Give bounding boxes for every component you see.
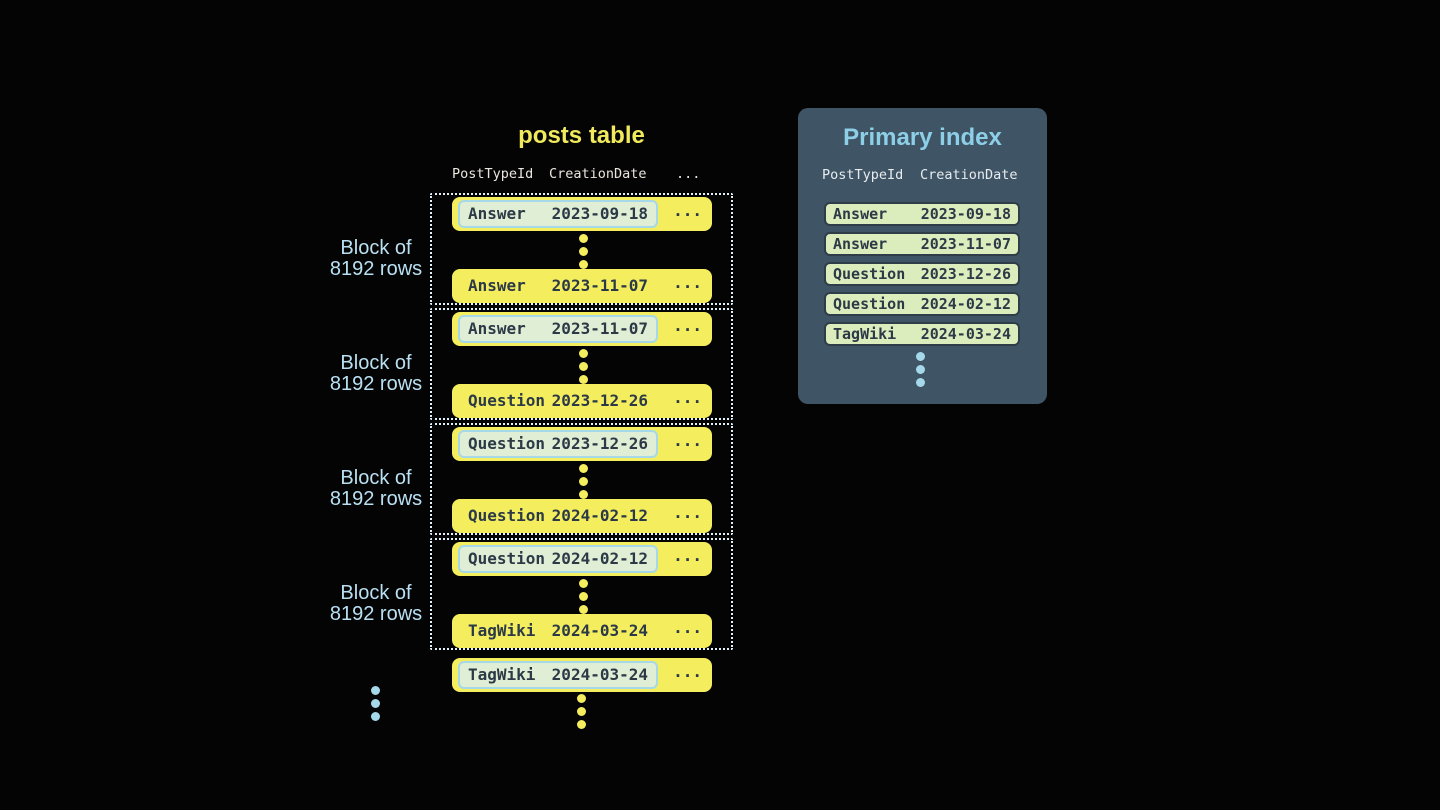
index-row-posttypeid: Answer [833, 234, 888, 253]
row-creationdate: 2024-02-12 [551, 549, 648, 568]
index-row-posttypeid: TagWiki [833, 324, 897, 343]
row-more-columns: ... [673, 662, 702, 682]
posts-table-title: posts table [518, 122, 645, 149]
column-posttypeid: PostTypeId [452, 166, 534, 182]
table-row: Answer 2023-11-07 ... [452, 312, 712, 346]
row-creationdate: 2023-12-26 [551, 434, 648, 453]
table-row: Answer 2023-09-18 ... [452, 197, 712, 231]
table-row: Answer 2023-11-07 ... [452, 269, 712, 303]
row-creationdate: 2024-03-24 [551, 665, 648, 684]
index-row-posttypeid: Answer [833, 204, 888, 223]
row-more-columns: ... [673, 546, 702, 566]
table-continuation-ellipsis-icon [577, 694, 586, 729]
row-cells: Question 2024-02-12 [458, 502, 658, 530]
index-row: Question 2023-12-26 [824, 262, 1020, 286]
row-posttypeid: Answer [468, 276, 526, 295]
index-row-posttypeid: Question [833, 294, 906, 313]
index-continuation-ellipsis-icon [916, 352, 925, 387]
row-creationdate: 2024-02-12 [551, 506, 648, 525]
vertical-ellipsis-icon [579, 579, 588, 614]
table-row: Question 2024-02-12 ... [452, 499, 712, 533]
index-row-posttypeid: Question [833, 264, 906, 283]
row-more-columns: ... [673, 388, 702, 408]
index-row-creationdate: 2023-09-18 [920, 204, 1011, 223]
table-row: Question 2023-12-26 ... [452, 384, 712, 418]
indexed-row-highlight: Answer 2023-11-07 [458, 315, 658, 343]
block-label-line: Block of [340, 582, 412, 604]
block-label-line: Block of [340, 467, 412, 489]
row-more-columns: ... [673, 316, 702, 336]
row-cells: Answer 2023-11-07 [458, 272, 658, 300]
column-more: ... [676, 166, 701, 182]
block-label-line: Block of [340, 352, 412, 374]
index-row-creationdate: 2024-02-12 [920, 294, 1011, 313]
indexed-row-highlight: Answer 2023-09-18 [458, 200, 658, 228]
column-posttypeid: PostTypeId [822, 167, 904, 183]
row-posttypeid: Question [468, 549, 546, 568]
row-more-columns: ... [673, 503, 702, 523]
table-row: TagWiki 2024-03-24 ... [452, 614, 712, 648]
block-label-line: 8192 rows [329, 258, 423, 280]
index-row: TagWiki 2024-03-24 [824, 322, 1020, 346]
row-creationdate: 2023-09-18 [551, 204, 648, 223]
index-row-creationdate: 2023-11-07 [920, 234, 1011, 253]
index-row: Answer 2023-09-18 [824, 202, 1020, 226]
row-more-columns: ... [673, 273, 702, 293]
block-label-line: 8192 rows [329, 603, 423, 625]
block-label-1: Block of 8192 rows [322, 238, 430, 280]
row-more-columns: ... [673, 201, 702, 221]
row-block-2: Answer 2023-11-07 ... Question 2023-12-2… [430, 308, 733, 420]
index-row: Question 2024-02-12 [824, 292, 1020, 316]
row-posttypeid: Answer [468, 204, 526, 223]
column-creationdate: CreationDate [549, 166, 647, 182]
vertical-ellipsis-icon [579, 464, 588, 499]
row-more-columns: ... [673, 618, 702, 638]
indexed-row-highlight: TagWiki 2024-03-24 [458, 661, 658, 689]
row-block-3: Question 2023-12-26 ... Question 2024-02… [430, 423, 733, 535]
row-block-4: Question 2024-02-12 ... TagWiki 2024-03-… [430, 538, 733, 650]
index-row-creationdate: 2024-03-24 [920, 324, 1011, 343]
row-creationdate: 2024-03-24 [551, 621, 648, 640]
row-cells: TagWiki 2024-03-24 [458, 617, 658, 645]
index-row: Answer 2023-11-07 [824, 232, 1020, 256]
vertical-ellipsis-icon [579, 349, 588, 384]
row-block-1: Answer 2023-09-18 ... Answer 2023-11-07 … [430, 193, 733, 305]
table-row-next-block: TagWiki 2024-03-24 ... [452, 658, 712, 692]
blocks-continuation-ellipsis-icon [371, 686, 380, 721]
block-label-line: Block of [340, 237, 412, 259]
indexed-row-highlight: Question 2023-12-26 [458, 430, 658, 458]
table-row: Question 2023-12-26 ... [452, 427, 712, 461]
block-label-line: 8192 rows [329, 488, 423, 510]
block-label-2: Block of 8192 rows [322, 353, 430, 395]
row-cells: Question 2023-12-26 [458, 387, 658, 415]
row-posttypeid: Question [468, 391, 546, 410]
indexed-row-highlight: Question 2024-02-12 [458, 545, 658, 573]
row-creationdate: 2023-12-26 [551, 391, 648, 410]
table-row: Question 2024-02-12 ... [452, 542, 712, 576]
row-posttypeid: TagWiki [468, 665, 536, 684]
vertical-ellipsis-icon [579, 234, 588, 269]
row-posttypeid: Answer [468, 319, 526, 338]
block-label-3: Block of 8192 rows [322, 468, 430, 510]
row-posttypeid: Question [468, 434, 546, 453]
column-creationdate: CreationDate [920, 167, 1018, 183]
row-more-columns: ... [673, 431, 702, 451]
block-label-line: 8192 rows [329, 373, 423, 395]
row-creationdate: 2023-11-07 [551, 319, 648, 338]
block-label-4: Block of 8192 rows [322, 583, 430, 625]
row-creationdate: 2023-11-07 [551, 276, 648, 295]
row-posttypeid: Question [468, 506, 546, 525]
primary-index-title: Primary index [843, 124, 1002, 151]
row-posttypeid: TagWiki [468, 621, 536, 640]
primary-index-panel: Primary index PostTypeId CreationDate An… [798, 108, 1047, 404]
index-row-creationdate: 2023-12-26 [920, 264, 1011, 283]
